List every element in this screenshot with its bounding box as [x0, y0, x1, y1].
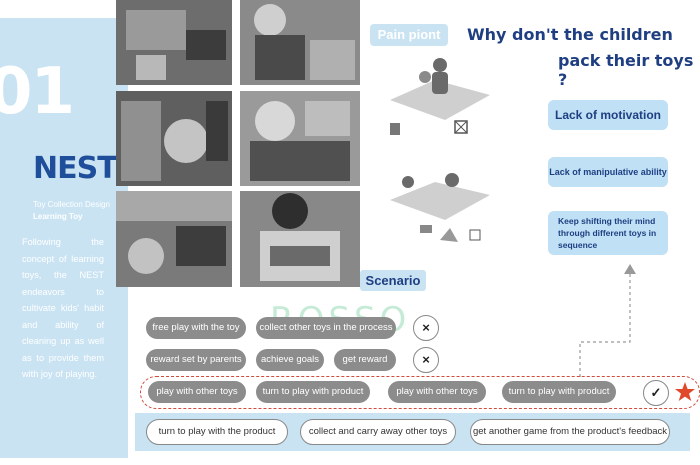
photo-cluttered-floor	[116, 191, 232, 287]
photo-messy-room	[116, 91, 232, 186]
project-title: NEST	[33, 151, 118, 186]
cross-icon: ×	[413, 315, 439, 341]
check-icon: ✓	[643, 380, 669, 406]
reason-lack-ability: Lack of manipulative ability	[548, 157, 668, 187]
flow-step-get-reward: get reward	[334, 349, 396, 371]
flow-step-reward-set: reward set by parents	[146, 349, 246, 371]
flow-step-collect-toys: collect other toys in the process	[256, 317, 396, 339]
cross-icon: ×	[413, 347, 439, 373]
project-sidebar: 01 NEST Toy Collection Design Learning T…	[0, 18, 128, 458]
reason-lack-motivation: Lack of motivation	[548, 100, 668, 130]
flow-step-turn-to-product: turn to play with product	[502, 381, 616, 403]
scenario-label: Scenario	[360, 270, 426, 291]
flow-step-turn-to-product: turn to play with product	[256, 381, 370, 403]
question-line-1: Why don't the children	[467, 25, 673, 44]
star-icon	[675, 382, 695, 401]
flow-step-collect-carry: collect and carry away other toys	[300, 419, 456, 445]
reason-shifting-mind: Keep shifting their mind through differe…	[548, 211, 668, 255]
question-line-2: pack their toys ?	[558, 51, 694, 89]
flow-step-turn-to-product: turn to play with the product	[146, 419, 288, 445]
project-category: Learning Toy	[33, 212, 83, 221]
photo-child-playing	[240, 0, 360, 85]
photo-toys-floor	[116, 0, 232, 85]
flow-step-play-other: play with other toys	[148, 381, 246, 403]
flow-arrow-connector	[579, 264, 636, 380]
flow-step-play-other: play with other toys	[388, 381, 486, 403]
project-number: 01	[0, 55, 75, 129]
project-description: Following the concept of learning toys, …	[22, 237, 104, 379]
flow-step-achieve-goals: achieve goals	[256, 349, 324, 371]
project-subtitle: Toy Collection Design	[33, 200, 110, 209]
flow-step-get-game: get another game from the product's feed…	[470, 419, 670, 445]
illustration-messy-scene	[380, 170, 500, 265]
photo-child-building	[240, 191, 360, 287]
photo-child-toy-table	[240, 91, 360, 186]
pain-point-label: Pain piont	[370, 24, 448, 46]
illustration-play-scene	[380, 55, 500, 145]
flow-step-free-play: free play with the toy	[146, 317, 246, 339]
